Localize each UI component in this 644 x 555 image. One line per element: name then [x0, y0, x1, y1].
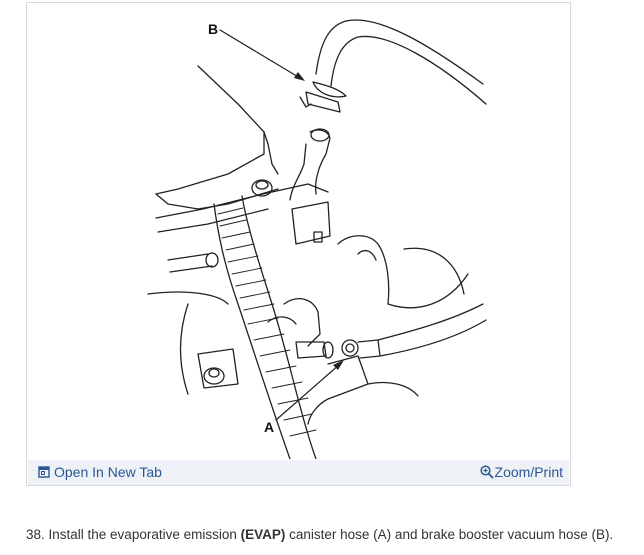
technical-illustration: B A [147, 19, 487, 459]
figure-frame: B A Open In New Tab Zoom/Print [26, 2, 571, 486]
caption-bold-text: (EVAP) [240, 527, 286, 542]
zoom-print-link[interactable]: Zoom/Print [479, 464, 563, 480]
zoom-in-icon [479, 465, 494, 479]
step-caption: 38. Install the evaporative emission (EV… [26, 527, 613, 542]
open-new-tab-icon [38, 466, 50, 478]
open-in-new-tab-label: Open In New Tab [54, 464, 162, 480]
callout-a: A [264, 419, 274, 435]
callout-b: B [208, 21, 218, 37]
caption-step-text: 38. Install the evaporative emission [26, 527, 241, 542]
zoom-print-label: Zoom/Print [494, 464, 563, 480]
open-in-new-tab-link[interactable]: Open In New Tab [38, 464, 162, 480]
caption-rest-text: canister hose (A) and brake booster vacu… [285, 527, 614, 542]
image-toolbar: Open In New Tab Zoom/Print [28, 460, 569, 485]
